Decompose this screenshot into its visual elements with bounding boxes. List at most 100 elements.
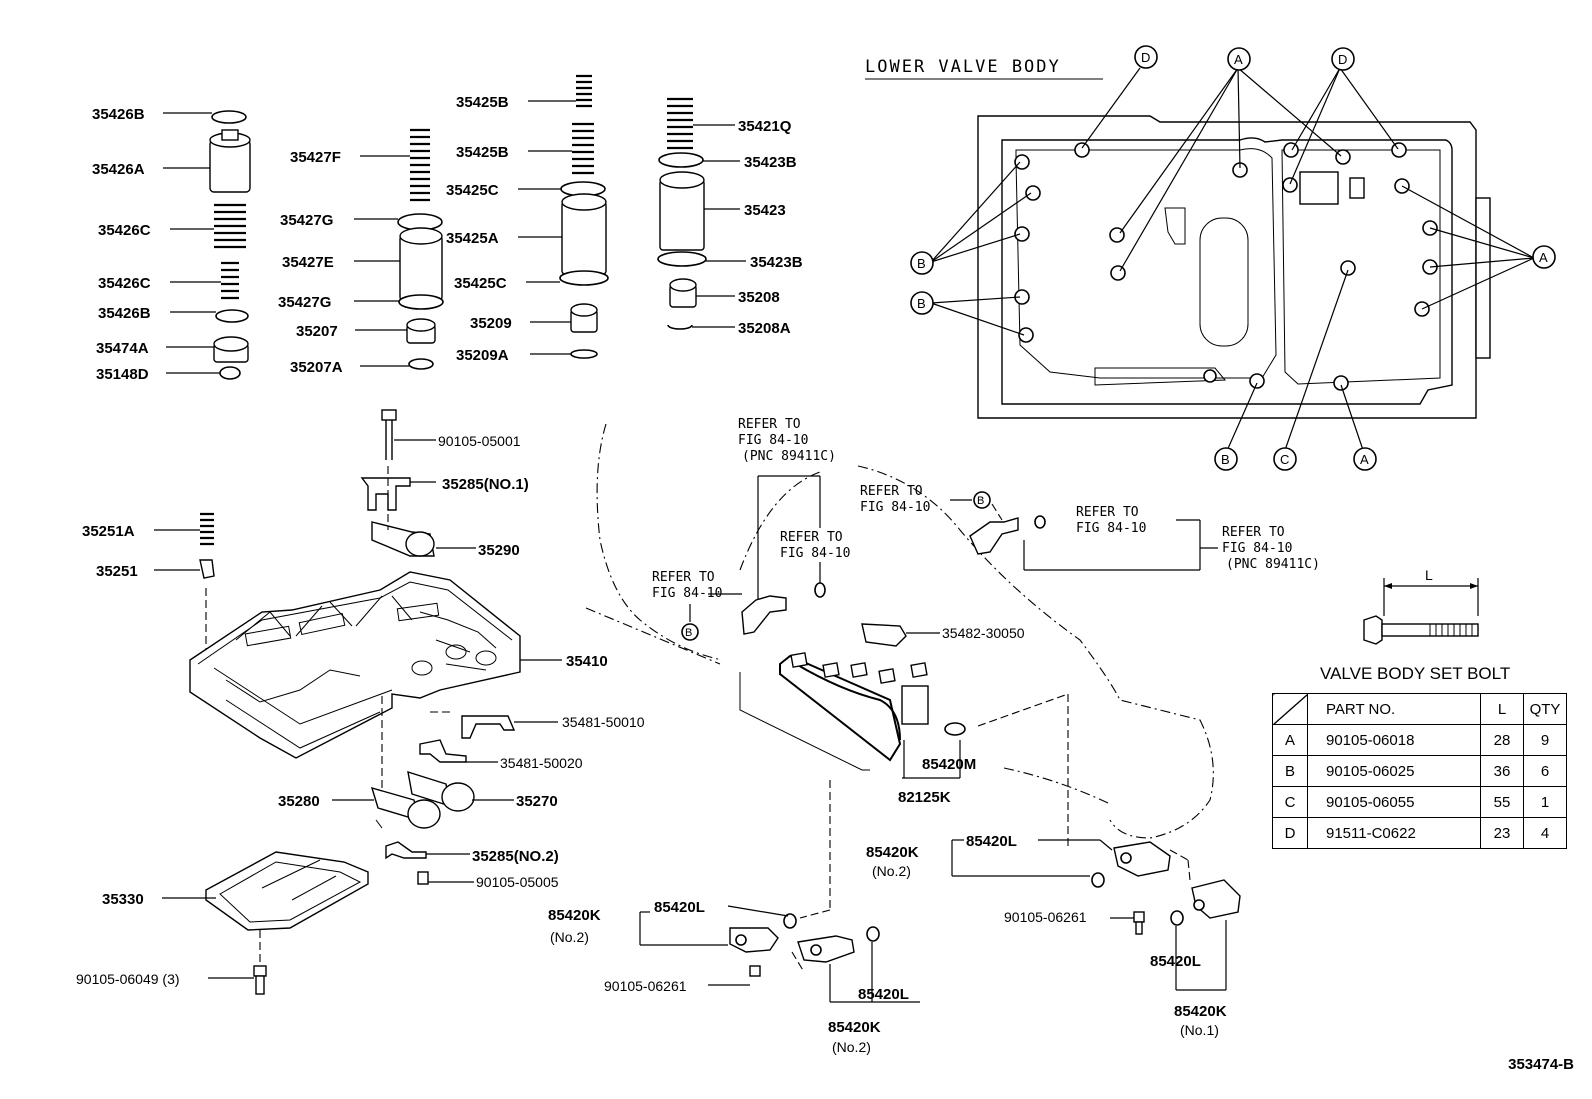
ref2-line2: FIG 84-10 [780, 546, 850, 561]
wire-harness [739, 623, 1069, 919]
table-row: A 90105-06018 28 9 [1272, 724, 1567, 756]
label-35425c-1: 35425C [446, 182, 499, 199]
label-35425b-2: 35425B [456, 144, 509, 161]
label-35426c-1: 35426C [98, 222, 151, 239]
bolt-dimension: L [1363, 567, 1479, 645]
leader-lines-upper [163, 100, 746, 374]
label-35481-50010: 35481-50010 [562, 714, 645, 730]
ref6-line1: REFER TO [1222, 525, 1285, 540]
label-90105-06261-a: 90105-06261 [604, 978, 687, 994]
callout-b3: B [1221, 452, 1230, 467]
label-35207a: 35207A [290, 359, 343, 376]
callout-b2: B [917, 296, 926, 311]
row-b-part: 90105-06025 [1307, 755, 1481, 787]
label-35425a: 35425A [446, 230, 499, 247]
callout-circles: D A D B B A B C A [910, 45, 1556, 471]
label-35481-50020: 35481-50020 [500, 755, 583, 771]
callout-d2: D [1338, 52, 1347, 67]
header-part-no: PART NO. [1307, 693, 1481, 725]
ref4-line2: FIG 84-10 [860, 500, 930, 515]
bolt-table-title: VALVE BODY SET BOLT [1320, 664, 1511, 683]
callout-a3: A [1360, 452, 1369, 467]
group-35426 [209, 110, 251, 380]
lower-valve-body: LOWER VALVE BODY [865, 45, 1556, 471]
group-35427 [397, 128, 444, 370]
row-a-length: 28 [1480, 724, 1524, 756]
labels-harness: 35482-30050 85420M 82125K [898, 625, 1025, 806]
label-90105-06261-b: 90105-06261 [1004, 909, 1087, 925]
row-a-code: A [1272, 724, 1308, 756]
label-35410: 35410 [566, 653, 608, 670]
header-qty: QTY [1523, 693, 1567, 725]
callout-a2: A [1539, 250, 1548, 265]
ref6-line2: FIG 84-10 [1222, 541, 1292, 556]
label-90105-06049: 90105-06049 (3) [76, 971, 180, 987]
label-35426c-2: 35426C [98, 275, 151, 292]
label-35426a: 35426A [92, 161, 145, 178]
labels-assembly: 90105-05001 35285(NO.1) 35290 35251A 352… [76, 433, 645, 987]
label-35427e: 35427E [282, 254, 334, 271]
row-a-part: 90105-06018 [1307, 724, 1481, 756]
label-35207: 35207 [296, 323, 338, 340]
bolt-table-header: PART NO. L QTY [1272, 693, 1567, 725]
ref1-line3: (PNC 89411C) [742, 449, 836, 464]
table-row: D 91511-C0622 23 4 [1272, 817, 1567, 849]
row-b-qty: 6 [1523, 755, 1567, 787]
refer-blocks: REFER TO FIG 84-10 (PNC 89411C) REFER TO… [652, 417, 1320, 641]
label-35427f: 35427F [290, 149, 341, 166]
label-35421q: 35421Q [738, 118, 792, 135]
label-35427g-1: 35427G [280, 212, 333, 229]
label-85420k-a: 85420K [548, 907, 601, 924]
label-35209: 35209 [470, 315, 512, 332]
callout-d1: D [1141, 50, 1150, 65]
labels-upper: 35426B 35426A 35426C 35426C 35426B 35474… [92, 94, 803, 383]
label-85420l-c: 85420L [966, 833, 1017, 850]
labels-solenoids-right: 85420K (No.2) 85420L 90105-06261 85420L … [866, 833, 1227, 1038]
label-35290: 35290 [478, 542, 520, 559]
section-title: LOWER VALVE BODY [865, 57, 1061, 77]
labels-solenoids-left: 85420K (No.2) 85420L 90105-06261 85420L … [548, 899, 909, 1055]
label-82125k: 82125K [898, 789, 951, 806]
row-c-qty: 1 [1523, 786, 1567, 818]
row-d-qty: 4 [1523, 817, 1567, 849]
label-85420l-a: 85420L [654, 899, 705, 916]
label-35270: 35270 [516, 793, 558, 810]
label-35426b-bot: 35426B [98, 305, 151, 322]
label-35208a: 35208A [738, 320, 791, 337]
ref4-line1: REFER TO [860, 484, 923, 499]
label-35251: 35251 [96, 563, 138, 580]
table-row: C 90105-06055 55 1 [1272, 786, 1567, 818]
valve-body-assembly [154, 409, 562, 995]
row-a-qty: 9 [1523, 724, 1567, 756]
label-no2-c: (No.2) [872, 863, 911, 879]
row-d-length: 23 [1480, 817, 1524, 849]
group-35425 [559, 74, 609, 359]
label-35208: 35208 [738, 289, 780, 306]
label-85420m: 85420M [922, 756, 976, 773]
callout-b1: B [917, 256, 926, 271]
label-85420k-b: 85420K [828, 1019, 881, 1036]
table-row: B 90105-06025 36 6 [1272, 755, 1567, 787]
row-c-code: C [1272, 786, 1308, 818]
row-d-part: 91511-C0622 [1307, 817, 1481, 849]
ref5-line2: FIG 84-10 [1076, 521, 1146, 536]
label-no2-a: (No.2) [550, 929, 589, 945]
header-blank [1272, 693, 1308, 725]
label-35148d: 35148D [96, 366, 149, 383]
label-35423b-1: 35423B [744, 154, 797, 171]
group-35423 [657, 97, 707, 330]
bolt-table: PART NO. L QTY A 90105-06018 28 9 B 9010… [1272, 693, 1567, 849]
ref-callout-b2: B [977, 495, 984, 507]
ref1-line2: FIG 84-10 [738, 433, 808, 448]
solenoids-left [639, 905, 920, 1003]
row-c-part: 90105-06055 [1307, 786, 1481, 818]
ref3-line2: FIG 84-10 [652, 586, 722, 601]
label-35330: 35330 [102, 891, 144, 908]
row-d-code: D [1272, 817, 1308, 849]
label-35474a: 35474A [96, 340, 149, 357]
row-c-length: 55 [1480, 786, 1524, 818]
label-35426b-top: 35426B [92, 106, 145, 123]
label-35425c-2: 35425C [454, 275, 507, 292]
case-outline [585, 423, 1214, 839]
